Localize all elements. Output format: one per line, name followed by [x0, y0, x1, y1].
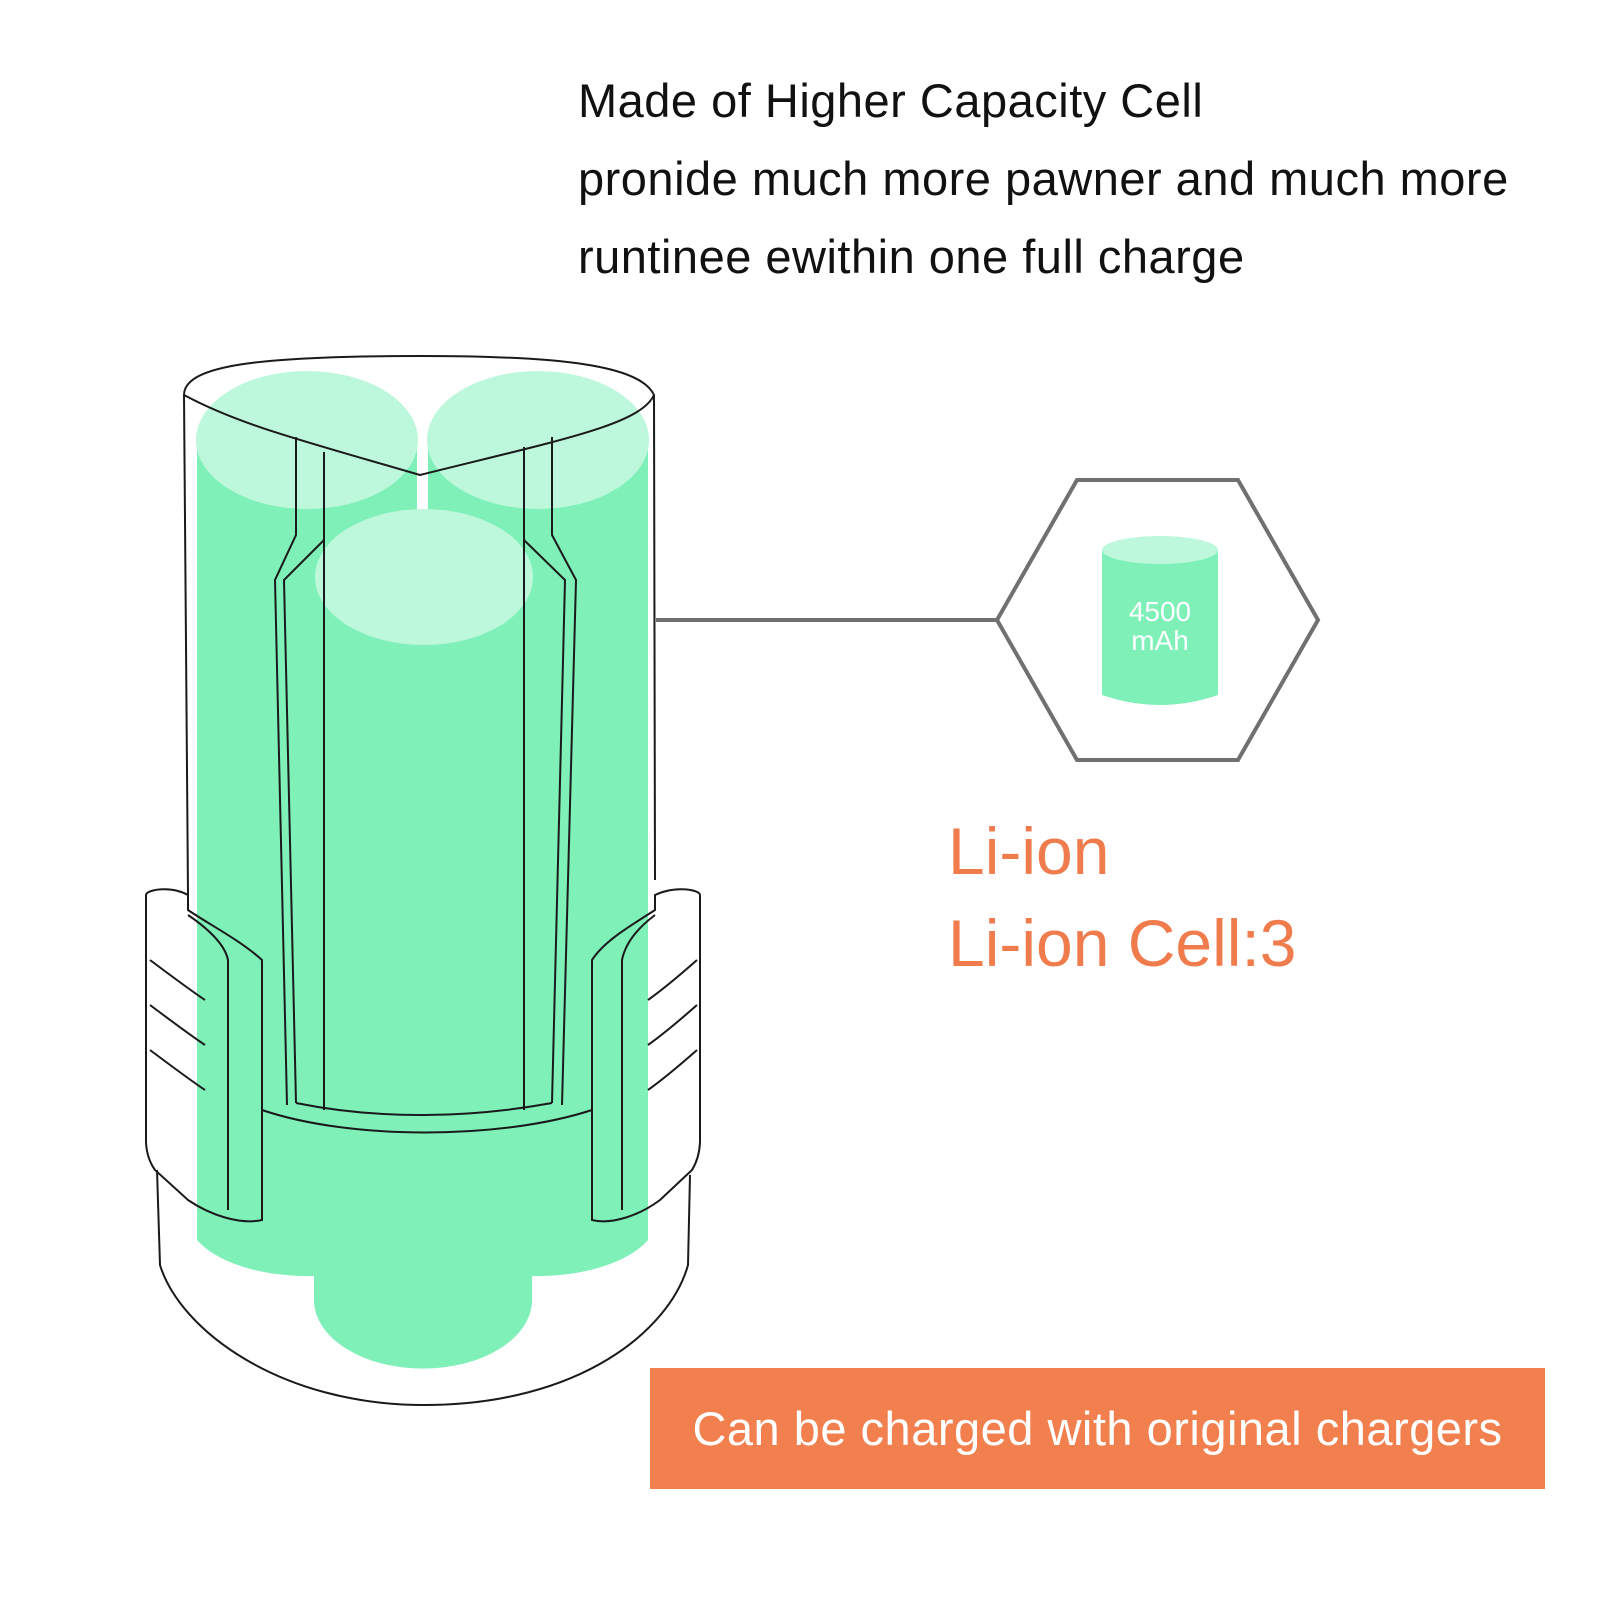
- battery-cell-icon: 4500 mAh: [1102, 536, 1218, 705]
- battery-pack-outline: [145, 354, 701, 1407]
- charger-banner-text: Can be charged with original chargers: [692, 1402, 1503, 1455]
- cell-count-label: Li-ion Cell:3: [948, 906, 1297, 980]
- headline-line-2: pronide much more pawner and much more: [578, 152, 1509, 205]
- capacity-unit: mAh: [1131, 625, 1189, 656]
- charger-banner: Can be charged with original chargers: [650, 1368, 1545, 1489]
- headline: Made of Higher Capacity Cell pronide muc…: [578, 62, 1509, 296]
- chemistry-label: Li-ion: [948, 814, 1110, 888]
- headline-line-1: Made of Higher Capacity Cell: [578, 74, 1204, 127]
- spec-block: Li-ion Li-ion Cell:3: [948, 805, 1297, 989]
- battery-cells: [196, 371, 649, 1369]
- hexagon-frame: [994, 478, 1321, 762]
- capacity-value: 4500: [1129, 596, 1191, 627]
- headline-line-3: runtinee ewithin one full charge: [578, 230, 1245, 283]
